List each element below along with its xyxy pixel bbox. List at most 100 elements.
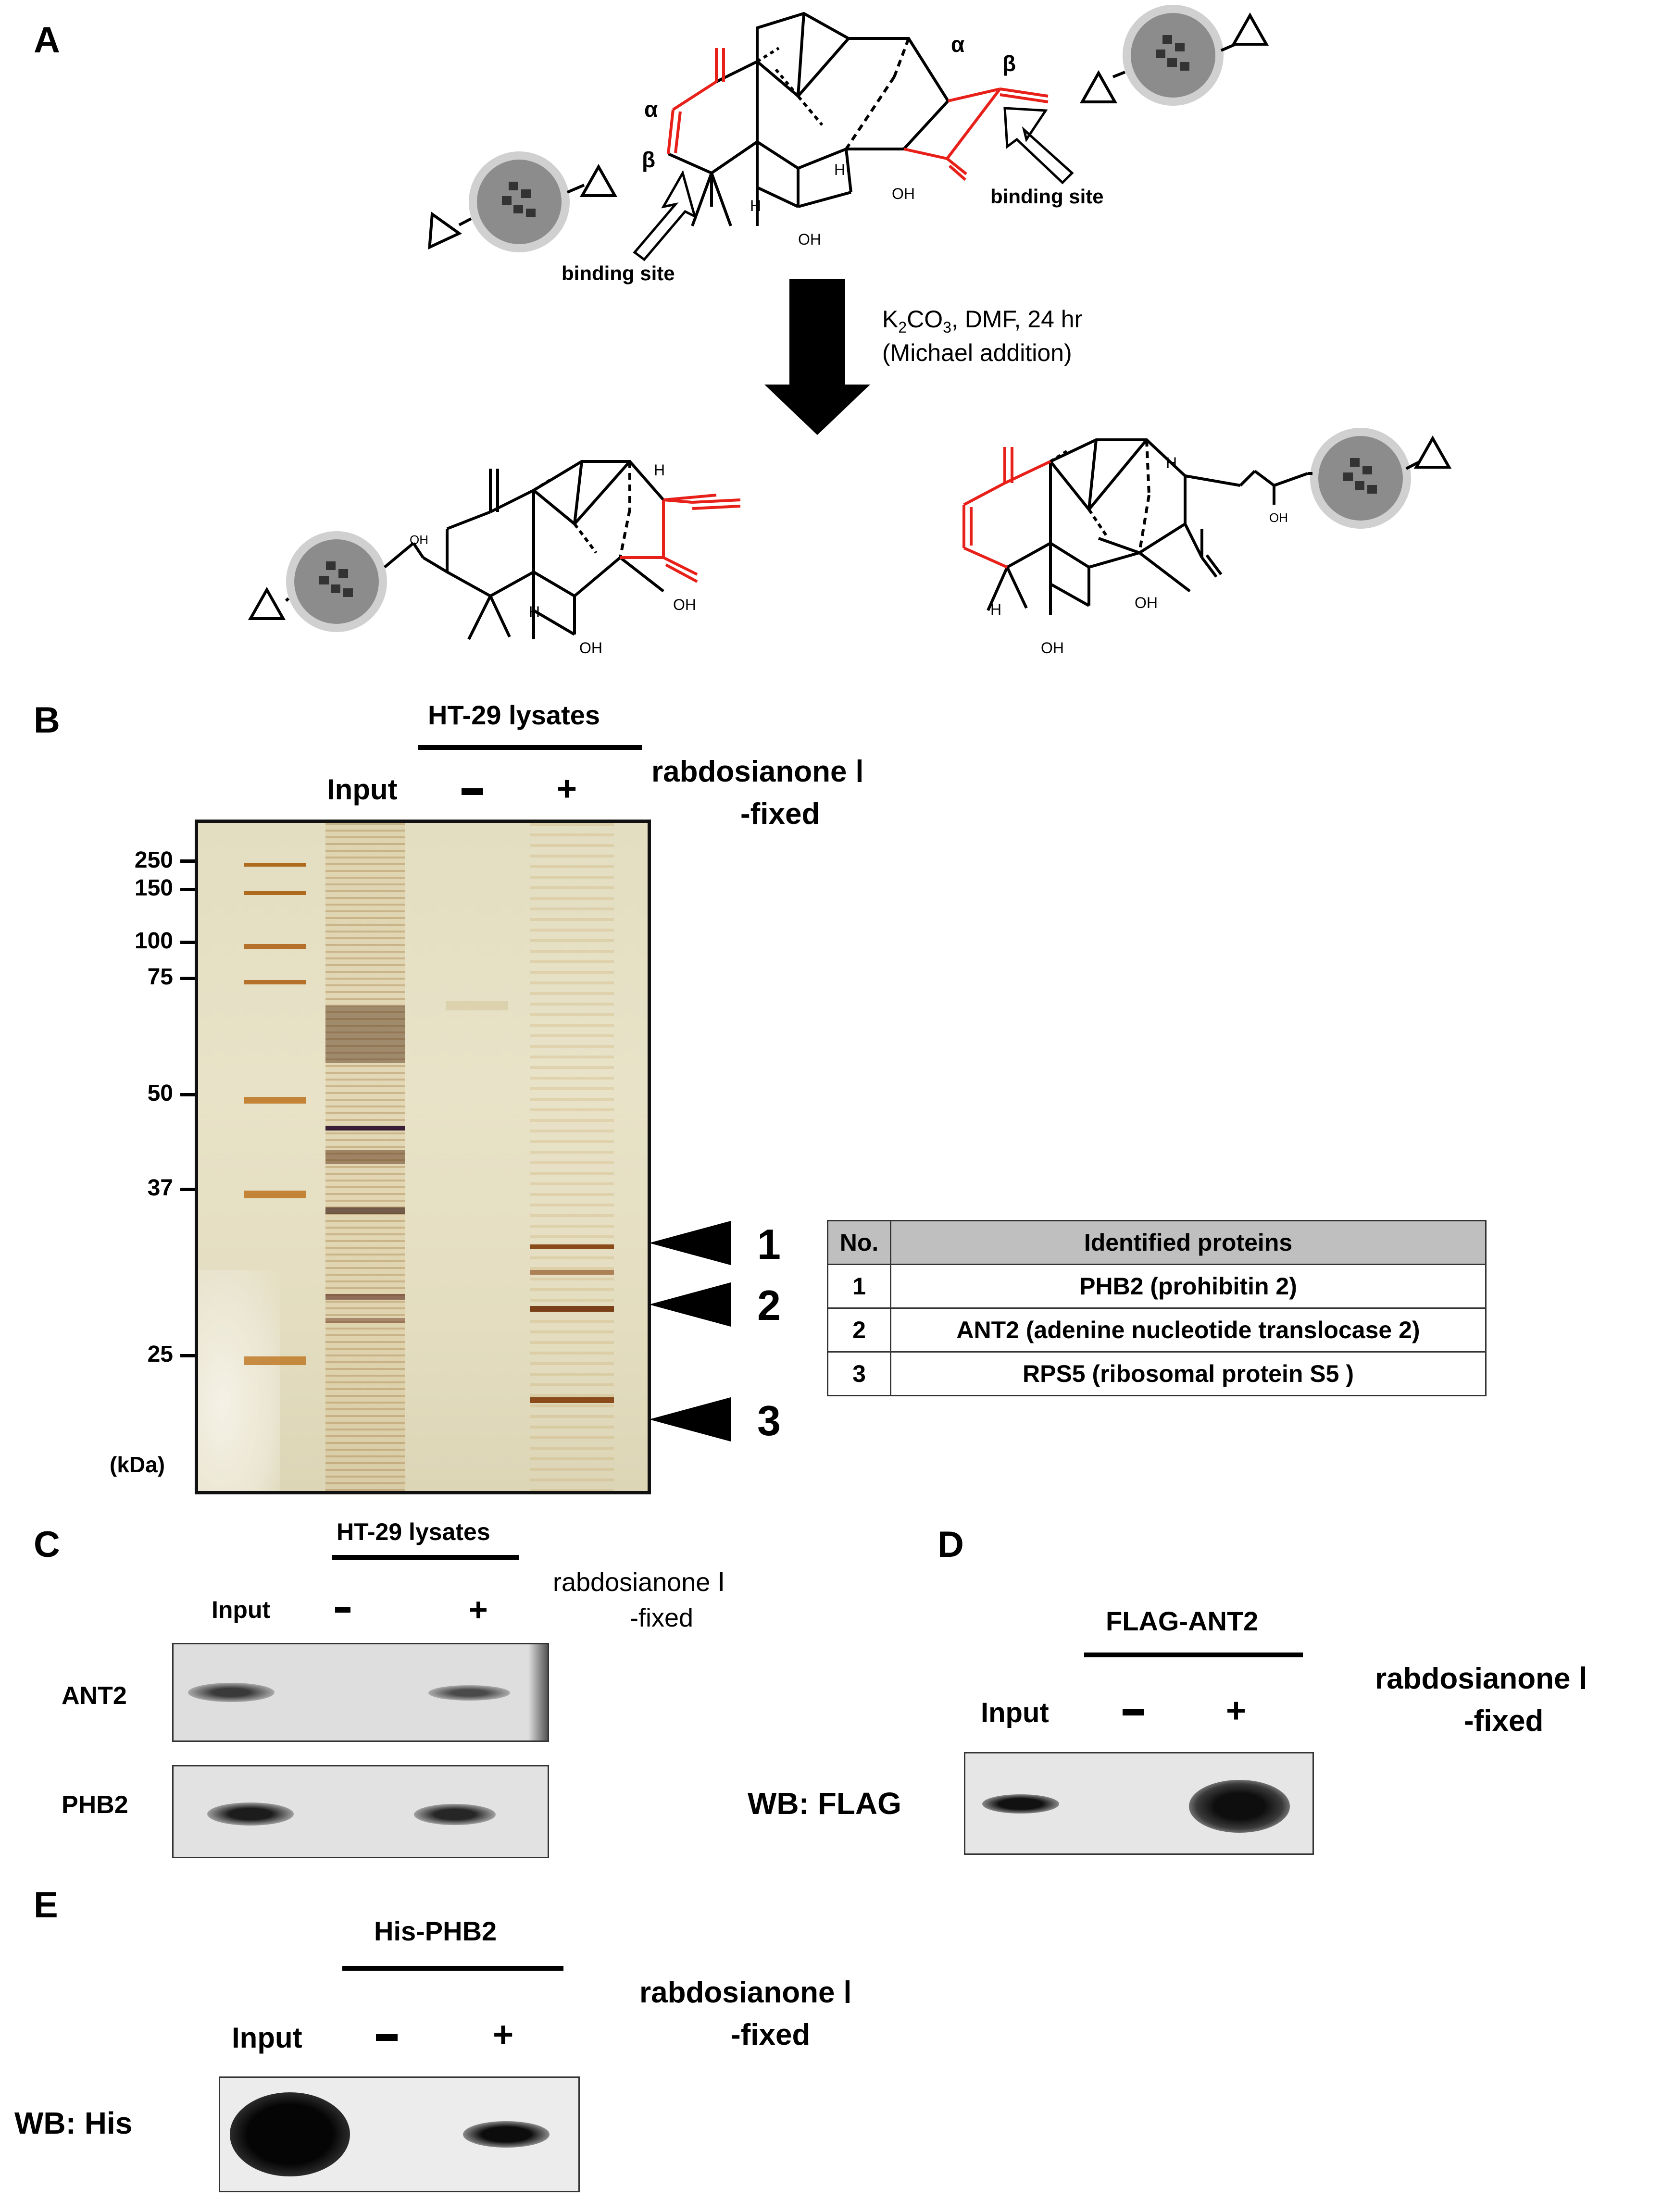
c-blot-phb2 [172, 1765, 549, 1858]
gel-lane-ladder [244, 823, 306, 1491]
resin-bead-left [469, 151, 570, 252]
e-side-label-1: rabdosianone Ⅰ [639, 1976, 852, 2009]
b-side-label-2: -fixed [740, 797, 820, 831]
mw-label-50: 50 [147, 1081, 173, 1106]
e-group-bar [342, 1966, 563, 1971]
band-arrow-3 [649, 1397, 731, 1442]
c-group-bar [332, 1555, 519, 1560]
resin-bead-right [1123, 5, 1224, 106]
h-label-top-2: H [750, 197, 762, 214]
b-lane-plus: + [557, 770, 577, 808]
oh-label-product-right-chain: OH [1269, 510, 1288, 525]
table-row: 2 ANT2 (adenine nucleotide translocase 2… [827, 1307, 1487, 1353]
panel-letter-d: D [937, 1524, 964, 1565]
epoxide-product-right [1416, 438, 1449, 467]
mw-label-150: 150 [134, 875, 173, 901]
enone-reactive-top [667, 48, 1049, 181]
identified-proteins-table: No. Identified proteins 1 PHB2 (prohibit… [827, 1220, 1487, 1396]
c-blot-ant2 [172, 1643, 549, 1742]
silver-stained-gel [195, 820, 651, 1494]
resin-bead-product-right [1310, 428, 1411, 529]
binding-site-label-left: binding site [562, 262, 675, 285]
mw-label-250: 250 [134, 847, 173, 873]
table-row: 3 RPS5 (ribosomal protein S5 ) [827, 1351, 1487, 1396]
panel-letter-e: E [34, 1885, 58, 1926]
c-lane-minus [335, 1607, 350, 1613]
panel-letter-a: A [34, 20, 60, 61]
oh-label-top-1: OH [892, 185, 915, 202]
h-label-product-left-2: H [654, 461, 665, 479]
d-group-label: FLAG-ANT2 [1106, 1606, 1259, 1636]
epoxide-right-a [1082, 73, 1115, 102]
beta-label-left: β [642, 147, 656, 172]
product-right-enone [962, 447, 1051, 569]
reaction-arrow [764, 279, 870, 435]
table-header-no: No. [827, 1220, 891, 1265]
e-lane-input: Input [232, 2022, 302, 2054]
table-cell-no: 3 [827, 1351, 891, 1396]
d-row-label: WB: FLAG [748, 1786, 901, 1821]
binding-arrow-left [633, 170, 697, 261]
gel-band-1 [530, 1244, 614, 1249]
table-cell-protein: PHB2 (prohibitin 2) [890, 1264, 1487, 1309]
e-lane-plus: + [493, 2014, 514, 2054]
band-arrow-2 [649, 1282, 731, 1327]
epoxide-left-b [582, 167, 615, 196]
alpha-label-right: α [951, 32, 965, 57]
table-header-row: No. Identified proteins [827, 1220, 1487, 1265]
c-lane-input: Input [212, 1596, 271, 1623]
panel-letter-b: B [34, 700, 60, 741]
h-label-product-left: H [529, 603, 540, 621]
band-arrow-1 [649, 1221, 731, 1265]
e-lane-minus [376, 2034, 398, 2041]
c-side-label-2: -fixed [630, 1603, 694, 1632]
band-number-2: 2 [757, 1281, 781, 1329]
reaction-conditions: K2CO3, DMF, 24 hr [882, 306, 1083, 336]
oh-label-product-right-1: OH [1135, 594, 1158, 611]
table-cell-no: 2 [827, 1307, 891, 1353]
h-label-top-1: H [834, 161, 846, 178]
binding-arrow-right [1003, 107, 1074, 185]
oh-label-top-2: OH [798, 231, 821, 248]
h-label-product-right: H [990, 601, 1002, 618]
b-group-label: HT-29 lysates [428, 700, 600, 730]
table-header-protein: Identified proteins [890, 1220, 1487, 1265]
c-side-label-1: rabdosianone Ⅰ [553, 1568, 725, 1597]
table-cell-no: 1 [827, 1264, 891, 1309]
mw-label-75: 75 [147, 964, 173, 990]
table-cell-protein: RPS5 (ribosomal protein S5 ) [890, 1351, 1487, 1396]
d-lane-minus [1123, 1709, 1144, 1715]
gel-lane-minus [446, 823, 508, 1491]
b-side-label-1: rabdosianone Ⅰ [651, 755, 864, 788]
oh-label-product-left-chain: OH [410, 533, 428, 547]
beta-label-right: β [1002, 51, 1016, 76]
c-row-label-ant2: ANT2 [62, 1682, 127, 1710]
mw-label-37: 37 [147, 1175, 173, 1201]
oh-label-product-right-2: OH [1041, 639, 1064, 657]
b-group-bar [418, 745, 642, 750]
e-blot-his [219, 2076, 580, 2192]
band-number-3: 3 [757, 1397, 781, 1444]
e-row-label: WB: His [14, 2106, 133, 2140]
d-side-label-2: -fixed [1464, 1704, 1544, 1738]
table-cell-protein: ANT2 (adenine nucleotide translocase 2) [890, 1307, 1487, 1353]
d-side-label-1: rabdosianone Ⅰ [1375, 1662, 1588, 1695]
epoxide-product-left [250, 590, 283, 619]
reaction-type: (Michael addition) [882, 339, 1072, 366]
c-group-label: HT-29 lysates [337, 1518, 490, 1545]
b-lane-minus [462, 788, 483, 795]
oh-label-product-left-2: OH [579, 639, 602, 657]
mw-unit-label: (kDa) [110, 1452, 165, 1477]
chemical-scheme [0, 5, 1662, 640]
mw-label-100: 100 [134, 928, 173, 954]
oh-label-product-left-1: OH [673, 596, 696, 613]
e-side-label-2: -fixed [731, 2018, 811, 2051]
e-group-label: His-PHB2 [374, 1916, 497, 1946]
d-lane-input: Input [981, 1697, 1049, 1728]
rabdosianone-structure-top [667, 12, 950, 227]
panel-letter-c: C [34, 1524, 60, 1565]
epoxide-right-b [1234, 15, 1266, 44]
gel-lane-input [325, 823, 405, 1491]
d-blot-flag [964, 1752, 1314, 1855]
d-lane-plus: + [1226, 1691, 1247, 1730]
